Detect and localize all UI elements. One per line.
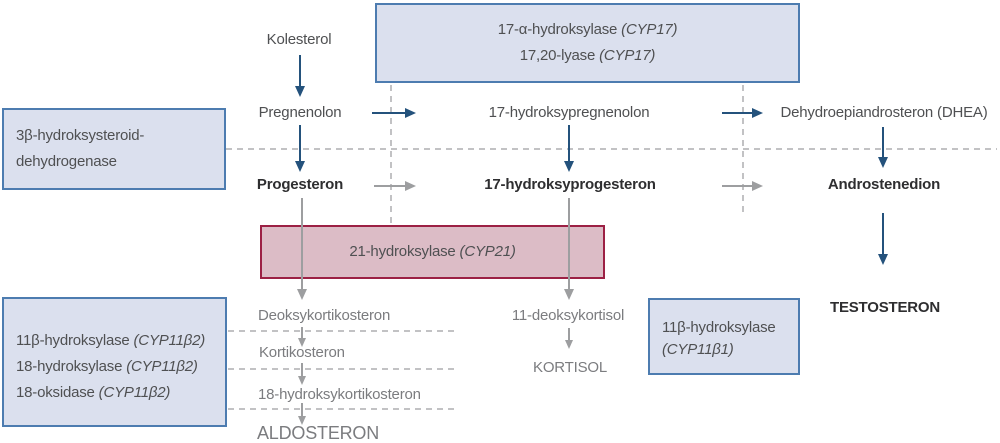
arrow-17ohpregnenolon-to-dhea (722, 108, 763, 118)
node-pregnenolon: Pregnenolon (258, 104, 342, 121)
enzyme-box-cyp11b1: 11β-hydroksylase (CYP11β1) (648, 298, 800, 375)
arrow-17ohprogesteron-to-11deoksykortisol (564, 198, 574, 300)
node-kortikosteron: Kortikosteron (259, 344, 345, 361)
arrow-kortikosteron-to-18ohkortikosteron (298, 363, 306, 385)
node-testosteron: TESTOSTERON (829, 299, 941, 316)
enzyme-name: 18-oksidase (16, 384, 99, 401)
gene-name: (CYP11β1) (662, 340, 734, 358)
enzyme-name: 11β-hydroksylase (662, 318, 776, 336)
enzyme-name: 21-hydroksylase (349, 243, 460, 260)
enzyme-name: 11β-hydroksylase (16, 332, 134, 349)
arrow-dhea-to-androstenedion (878, 127, 888, 168)
enzyme-box-cyp17: 17-α-hydroksylase (CYP17) 17,20-lyase (C… (375, 3, 800, 83)
enzyme-line: 18-oksidase (CYP11β2) (16, 380, 170, 406)
dashed-guide-cyp17-left (390, 85, 392, 225)
enzyme-line: (CYP11β1) (662, 339, 734, 361)
enzyme-line: dehydrogenase (16, 149, 117, 175)
arrow-deoksykortikosteron-to-kortikosteron (298, 327, 306, 347)
enzyme-line: 18-hydroksylase (CYP11β2) (16, 354, 198, 380)
node-progesteron: Progesteron (256, 176, 344, 193)
arrow-progesteron-to-deoksykortikosteron (297, 198, 307, 300)
arrow-pregnenolon-to-progesteron (295, 125, 305, 172)
node-deoksykortikosteron: Deoksykortikosteron (258, 307, 391, 324)
node-17-hydroksypregnenolon: 17-hydroksypregnenolon (488, 104, 650, 121)
gene-name: (CYP11β2) (133, 332, 206, 349)
dashed-guide-hsd3b-row (226, 148, 997, 150)
enzyme-name: 17-α-hydroksylase (497, 21, 622, 38)
node-aldosteron: ALDOSTERON (257, 423, 380, 443)
arrow-17ohpregnenolon-to-17ohprogesteron (564, 125, 574, 172)
arrow-pregnenolon-to-17ohpregnenolon (372, 108, 416, 118)
node-17-hydroksyprogesteron: 17-hydroksyprogesteron (484, 176, 656, 193)
gene-name: (CYP21) (459, 243, 516, 260)
dashed-guide-cyp17-right (742, 85, 744, 212)
node-kolesterol: Kolesterol (266, 31, 332, 48)
arrow-18ohkortikosteron-to-aldosteron (298, 403, 306, 425)
enzyme-box-cyp11b2: 11β-hydroksylase (CYP11β2) 18-hydroksyla… (2, 297, 227, 427)
enzyme-name: 17,20-lyase (519, 47, 600, 64)
enzyme-line: 11β-hydroksylase (662, 317, 776, 339)
arrow-progesteron-to-17ohprogesteron (374, 181, 416, 191)
gene-name: (CYP11β2) (126, 358, 198, 375)
enzyme-line: 11β-hydroksylase (CYP11β2) (16, 328, 205, 354)
gene-name: (CYP11β2) (98, 384, 171, 401)
enzyme-name: 3β-hydroksysteroid- (16, 127, 145, 144)
enzyme-name: dehydrogenase (16, 153, 117, 170)
dashed-guide-cyp11b2-step3 (228, 408, 457, 410)
gene-name: (CYP17) (599, 47, 656, 64)
enzyme-box-cyp21: 21-hydroksylase (CYP21) (260, 225, 605, 279)
node-11-deoksykortisol: 11-deoksykortisol (511, 307, 625, 324)
enzyme-box-3b-hsd: 3β-hydroksysteroid- dehydrogenase (2, 108, 226, 190)
enzyme-name: 18-hydroksylase (16, 358, 127, 375)
enzyme-line: 21-hydroksylase (CYP21) (349, 239, 516, 265)
enzyme-line: 17,20-lyase (CYP17) (519, 43, 656, 69)
dashed-guide-cyp11b2-step2 (228, 368, 456, 370)
node-dehydroepiandrosteron: Dehydroepiandrosteron (DHEA) (780, 104, 988, 121)
arrow-kolesterol-to-pregnenolon (295, 55, 305, 97)
node-kortisol: KORTISOL (533, 359, 607, 376)
arrow-17ohprogesteron-to-androstenedion (722, 181, 763, 191)
node-androstenedion: Androstenedion (827, 176, 941, 193)
node-18-hydroksykortikosteron: 18-hydroksykortikosteron (258, 386, 421, 403)
enzyme-line: 17-α-hydroksylase (CYP17) (498, 17, 678, 43)
arrow-11deoksykortisol-to-kortisol (565, 328, 573, 349)
gene-name: (CYP17) (621, 21, 678, 38)
dashed-guide-cyp11b2-step1 (228, 330, 456, 332)
enzyme-line: 3β-hydroksysteroid- (16, 123, 144, 149)
arrow-androstenedion-to-testosteron (878, 213, 888, 265)
